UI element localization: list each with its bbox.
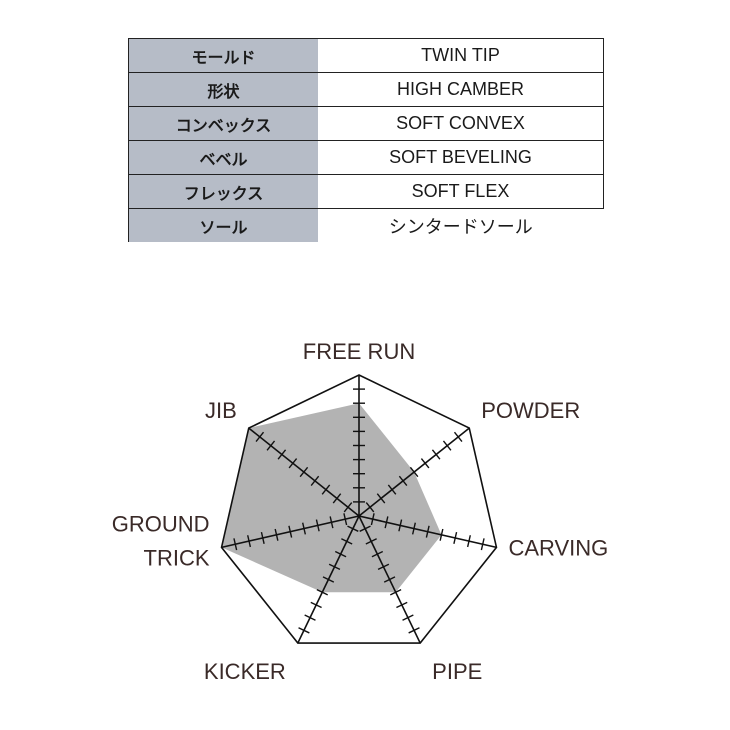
radar-tick [247, 535, 252, 548]
radar-tick [376, 493, 386, 504]
radar-axis-label: PIPE [432, 659, 482, 684]
radar-tick [334, 550, 347, 558]
spec-value: HIGH CAMBER [318, 72, 604, 107]
radar-tick [453, 431, 463, 443]
radar-tick [277, 449, 287, 460]
radar-tick [365, 502, 375, 513]
spec-key: コンベックス [128, 106, 318, 141]
radar-tick [480, 538, 485, 551]
radar-tick [260, 531, 265, 544]
radar-tick [274, 528, 279, 541]
radar-axis-label: CARVING [508, 535, 608, 560]
radar-tick [321, 484, 331, 495]
spec-key: ソール [128, 208, 318, 242]
spec-key: ベベル [128, 140, 318, 175]
radar-tick [409, 466, 419, 478]
radar-tick [431, 449, 441, 460]
radar-tick [439, 528, 444, 541]
radar-tick [266, 440, 276, 451]
radar-tick [370, 513, 375, 526]
radar-tick [343, 513, 348, 526]
radar-tick [377, 563, 390, 571]
radar-tick [398, 519, 403, 532]
radar-tick [310, 475, 320, 486]
radar-tick [233, 538, 238, 551]
radar-tick [387, 484, 397, 495]
radar-tick [425, 525, 430, 538]
spec-key: 形状 [128, 72, 318, 107]
radar-tick [288, 525, 293, 538]
radar-tick [402, 614, 414, 621]
radar-spokes [221, 375, 497, 644]
radar-value-area [221, 403, 442, 593]
radar-tick [328, 563, 341, 571]
radar-tick [288, 458, 298, 469]
radar-axis-label: POWDER [481, 398, 580, 423]
radar-tick [332, 493, 342, 504]
radar-tick [420, 458, 430, 469]
radar-outline [220, 374, 498, 644]
radar-tick [389, 588, 402, 596]
radar-tick [310, 601, 322, 609]
radar-tick [315, 519, 320, 532]
radar-tick [466, 535, 471, 548]
spec-value: SOFT CONVEX [318, 106, 604, 141]
spec-value: SOFT BEVELING [318, 140, 604, 175]
radar-tick [304, 614, 316, 621]
spec-row: ソールシンタードソール [128, 208, 604, 242]
radar-tick [371, 550, 384, 558]
radar-axis-label: JIB [205, 398, 237, 423]
spec-value: シンタードソール [318, 208, 604, 242]
radar-axis-label: FREE RUN [303, 339, 415, 364]
radar-tick [453, 531, 458, 544]
radar-tick [301, 522, 307, 535]
radar-tick [341, 538, 353, 545]
radar-tick [299, 466, 309, 478]
radar-tick [398, 475, 408, 486]
spec-key: フレックス [128, 174, 318, 209]
radar-tick [359, 525, 371, 532]
radar-tick [322, 576, 335, 583]
radar-tick [365, 538, 377, 545]
radar-tick [347, 525, 359, 532]
radar-tick [383, 576, 396, 583]
radar-tick [411, 522, 417, 535]
radar-tick [384, 516, 389, 529]
spec-key: モールド [128, 38, 318, 73]
radar-tick [442, 440, 452, 451]
radar-tick [329, 516, 334, 529]
radar-tick [408, 627, 420, 634]
radar-tick [343, 502, 353, 513]
radar-tick [255, 431, 265, 443]
spec-value: SOFT FLEX [318, 174, 604, 209]
radar-axis-label: KICKER [204, 659, 286, 684]
radar-tick [316, 588, 329, 596]
radar-tick [396, 601, 408, 609]
radar-tick [298, 627, 310, 634]
